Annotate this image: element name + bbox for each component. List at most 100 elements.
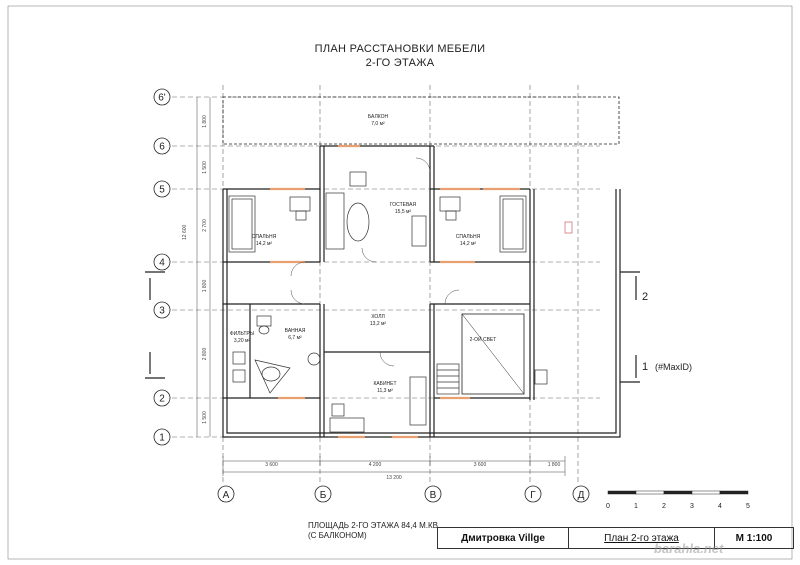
row-axis-bubble: 1 bbox=[153, 428, 171, 446]
scale-bar-segment bbox=[691, 490, 721, 495]
col-axis-bubble: Г bbox=[524, 485, 542, 503]
section-mark-bottom: 1 bbox=[642, 361, 648, 373]
section-marks bbox=[145, 271, 640, 383]
room-name: ХОЛЛ bbox=[371, 314, 385, 320]
col-dim-label: 1 800 bbox=[548, 462, 561, 468]
col-dimension-labels: 3 600 4 200 3 600 1 800 bbox=[265, 462, 560, 468]
room-name: ГОСТЕВАЯ bbox=[390, 202, 417, 208]
col-axis-label: Г bbox=[530, 490, 536, 501]
row-dim-label: 1 800 bbox=[202, 280, 208, 293]
scale-bar-label: 2 bbox=[662, 503, 666, 510]
col-dim-label: 3 600 bbox=[265, 462, 278, 468]
col-axis-label: А bbox=[223, 490, 230, 501]
walls bbox=[222, 96, 621, 438]
col-axis-bubbles: А Б В Г Д bbox=[217, 485, 590, 503]
row-axis-label: 2 bbox=[159, 394, 165, 405]
section-mark-top: 2 bbox=[642, 291, 648, 303]
col-dim-label: 3 600 bbox=[474, 462, 487, 468]
row-axis-bubbles: 6' 6 5 4 3 2 1 bbox=[153, 88, 171, 446]
row-axis-label: 5 bbox=[159, 185, 165, 196]
room-area: 7,0 м² bbox=[371, 121, 385, 127]
col-axis-bubble: Д bbox=[572, 485, 590, 503]
room-name: СПАЛЬНЯ bbox=[456, 234, 481, 240]
room-name: СПАЛЬНЯ bbox=[252, 234, 277, 240]
scale-bar-label: 4 bbox=[718, 503, 722, 510]
room-label: 2-ОЙ СВЕТ bbox=[470, 335, 497, 343]
doors bbox=[290, 157, 460, 367]
axis-grid bbox=[172, 85, 600, 482]
stamp-scale: М 1:100 bbox=[735, 532, 773, 544]
overall-height-dim: 12 600 bbox=[182, 224, 188, 240]
room-name: ФИЛЬТРЫ bbox=[230, 331, 255, 337]
scale-bar-label: 1 bbox=[634, 503, 638, 510]
watermark: barahla.net bbox=[654, 541, 724, 556]
room-name: ВАННАЯ bbox=[285, 328, 306, 334]
room-name: БАЛКОН bbox=[368, 114, 389, 120]
furniture bbox=[228, 171, 573, 433]
row-axis-label: 6 bbox=[159, 142, 165, 153]
col-dim-label: 4 200 bbox=[369, 462, 382, 468]
row-axis-bubble: 2 bbox=[153, 389, 171, 407]
room-area: 13,2 м² bbox=[370, 321, 387, 327]
stamp-sheet: План 2-го этажа bbox=[569, 528, 715, 548]
room-name: 2-ОЙ СВЕТ bbox=[470, 335, 497, 343]
section-mark-note: (#MaxID) bbox=[655, 362, 692, 372]
row-dim-label: 1 500 bbox=[202, 161, 208, 174]
row-dim-label: 1 500 bbox=[202, 411, 208, 424]
stamp-project: Дмитровка Villge bbox=[438, 528, 569, 548]
col-axis-bubble: В bbox=[424, 485, 442, 503]
scale-bar-segment bbox=[719, 490, 749, 495]
scale-bar-segment bbox=[635, 490, 665, 495]
scale-bar: 0 1 2 3 4 5 bbox=[606, 490, 750, 510]
room-name: КАБИНЕТ bbox=[373, 381, 396, 387]
row-axis-bubble: 4 bbox=[153, 253, 171, 271]
col-axis-label: Б bbox=[320, 490, 327, 501]
col-axis-label: В bbox=[430, 490, 437, 501]
area-note-line1: ПЛОЩАДЬ 2-ГО ЭТАЖА 84,4 М.КВ. bbox=[308, 521, 441, 530]
room-area: 3,20 м² bbox=[234, 338, 251, 344]
room-area: 14,2 м² bbox=[460, 241, 477, 247]
row-axis-bubble: 6' bbox=[153, 88, 171, 106]
row-dimension-labels: 1 800 1 500 2 700 1 800 2 800 1 500 bbox=[202, 115, 208, 424]
row-axis-bubble: 5 bbox=[153, 180, 171, 198]
overall-width-dim: 13 200 bbox=[386, 475, 402, 481]
col-axis-label: Д bbox=[578, 490, 585, 501]
scale-bar-label: 0 bbox=[606, 503, 610, 510]
row-axis-label: 3 bbox=[159, 306, 165, 317]
col-axis-bubble: Б bbox=[314, 485, 332, 503]
row-axis-bubble: 3 bbox=[153, 301, 171, 319]
area-note-line2: (С БАЛКОНОМ) bbox=[308, 531, 367, 540]
scale-bar-label: 3 bbox=[690, 503, 694, 510]
title-block: Дмитровка Villge План 2-го этажа М 1:100 bbox=[437, 527, 794, 549]
drawing-title-line1: ПЛАН РАССТАНОВКИ МЕБЕЛИ bbox=[314, 43, 486, 55]
room-area: 6,7 м² bbox=[288, 335, 302, 341]
drawing-title-line2: 2-ГО ЭТАЖА bbox=[365, 57, 435, 69]
scale-bar-label: 5 bbox=[746, 503, 750, 510]
row-dim-label: 2 700 bbox=[202, 219, 208, 232]
row-axis-label: 6' bbox=[158, 93, 166, 104]
room-area: 15,5 м² bbox=[395, 209, 412, 215]
row-dim-label: 2 800 bbox=[202, 348, 208, 361]
row-axis-label: 4 bbox=[159, 258, 165, 269]
col-axis-bubble: А bbox=[217, 485, 235, 503]
windows bbox=[270, 144, 520, 439]
scale-bar-segment bbox=[663, 490, 693, 495]
row-axis-label: 1 bbox=[159, 433, 165, 444]
room-area: 11,3 м² bbox=[377, 388, 393, 394]
scale-bar-segment bbox=[607, 490, 637, 495]
row-axis-bubble: 6 bbox=[153, 137, 171, 155]
row-dim-label: 1 800 bbox=[202, 115, 208, 128]
room-area: 14,2 м² bbox=[256, 241, 273, 247]
dimension-lines bbox=[196, 97, 566, 476]
